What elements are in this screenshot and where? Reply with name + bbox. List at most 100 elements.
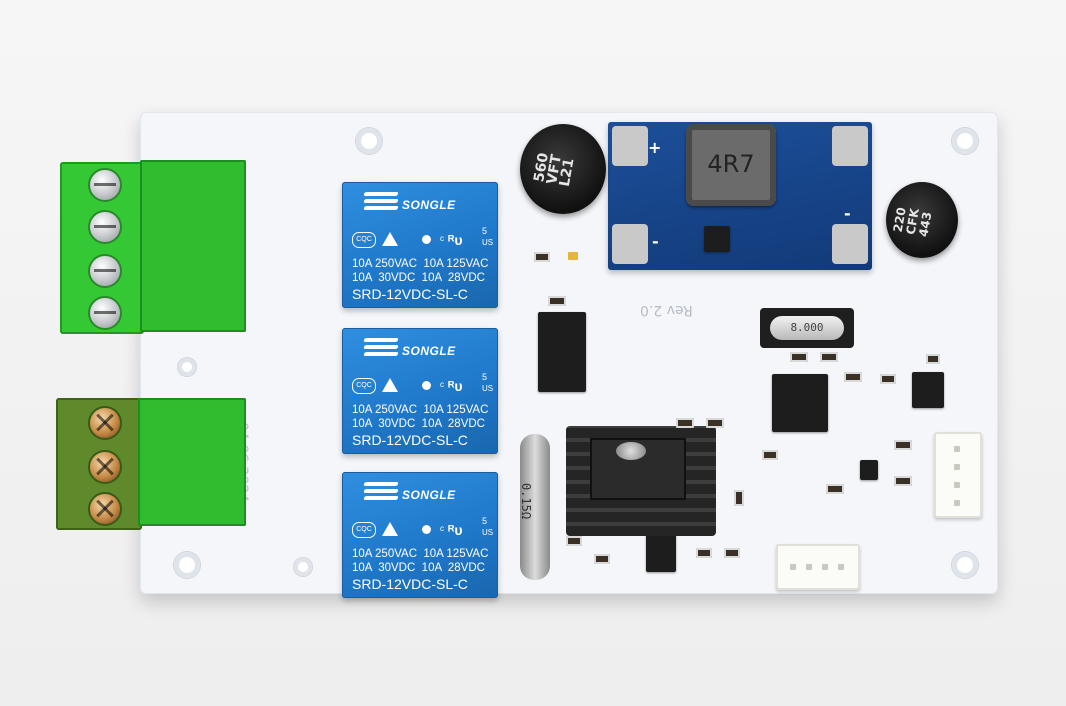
buck-minus-label: - xyxy=(652,232,659,251)
solder-pad xyxy=(612,126,648,166)
capacitor-marking: 220 CFK 443 xyxy=(890,206,935,238)
crystal-marking: 8.000 xyxy=(770,316,844,340)
capacitor-marking: 560 VFT L21 xyxy=(531,151,578,188)
smd-component xyxy=(534,252,550,262)
cert-c: c xyxy=(440,524,444,533)
smd-component xyxy=(566,536,582,546)
songle-logo-icon xyxy=(363,192,399,216)
soic-ic xyxy=(538,312,586,392)
buck-plus-label: + xyxy=(648,138,662,157)
relay-us: US xyxy=(482,384,494,393)
cqc-mark: CQC xyxy=(352,232,376,248)
relay-brand: SONGLE xyxy=(402,198,456,212)
smd-component xyxy=(790,352,808,362)
relay-model: SRD-12VDC-SL-C xyxy=(352,432,468,448)
smd-component xyxy=(926,354,940,364)
microcontroller xyxy=(772,374,828,432)
resistor-marking: 0.15Ω xyxy=(519,482,534,520)
shunt-resistor: 0.15Ω xyxy=(519,434,550,580)
relay-2: SONGLE CQC c ᴿᴜ 5 US 10A 250VAC 10A 125V… xyxy=(342,328,498,454)
smd-component xyxy=(820,352,838,362)
screw-icon xyxy=(88,254,122,288)
transistor-tab xyxy=(590,438,686,500)
warning-triangle-icon xyxy=(382,378,398,392)
cert-c: c xyxy=(440,234,444,243)
solder-pad xyxy=(832,224,868,264)
relay-spec-dc: 10A 30VDC 10A 28VDC xyxy=(352,562,485,574)
mounting-hole xyxy=(356,128,382,154)
smd-component xyxy=(594,554,610,564)
inductor-marking: 4R7 xyxy=(707,150,755,178)
smd-component xyxy=(844,372,862,382)
relay-spec-ac: 10A 250VAC 10A 125VAC xyxy=(352,404,489,416)
relay-1: SONGLE CQC c ᴿᴜ 5 US 10A 250VAC 10A 125V… xyxy=(342,182,498,308)
via-hole xyxy=(178,358,196,376)
smd-component xyxy=(734,490,744,506)
smd-component xyxy=(724,548,740,558)
buck-minus-label: - xyxy=(844,204,851,223)
screw-icon xyxy=(88,210,122,244)
ul-mark: ᴿᴜ xyxy=(448,522,463,538)
relay-3: SONGLE CQC c ᴿᴜ 5 US 10A 250VAC 10A 125V… xyxy=(342,472,498,598)
screw-icon xyxy=(88,492,122,526)
relay-spec-dc: 10A 30VDC 10A 28VDC xyxy=(352,272,485,284)
smd-component xyxy=(706,418,724,428)
jst-connector-vertical xyxy=(934,432,982,518)
warning-triangle-icon xyxy=(382,522,398,536)
inductor: 4R7 xyxy=(686,124,776,206)
smd-component xyxy=(826,484,844,494)
dot-icon xyxy=(422,525,431,534)
solder-pad xyxy=(832,126,868,166)
jst-connector-horizontal xyxy=(776,544,860,590)
screw-icon xyxy=(88,168,122,202)
relay-spec-ac: 10A 250VAC 10A 125VAC xyxy=(352,548,489,560)
relay-us: US xyxy=(482,528,494,537)
relay-certifications: CQC c ᴿᴜ 5 US xyxy=(352,226,494,254)
cqc-mark: CQC xyxy=(352,522,376,538)
dot-icon xyxy=(422,381,431,390)
soic-ic xyxy=(646,534,676,572)
smd-component xyxy=(894,476,912,486)
relay-spec-dc: 10A 30VDC 10A 28VDC xyxy=(352,418,485,430)
soic-ic xyxy=(912,372,944,408)
relay-brand: SONGLE xyxy=(402,344,456,358)
smd-component xyxy=(676,418,694,428)
relay-certifications: CQC c ᴿᴜ 5 US xyxy=(352,516,494,544)
warning-triangle-icon xyxy=(382,232,398,246)
smd-component xyxy=(762,450,778,460)
capacitor-220: 220 CFK 443 xyxy=(886,182,958,258)
screw-icon xyxy=(616,442,646,460)
mounting-hole xyxy=(952,552,978,578)
via-hole xyxy=(294,558,312,576)
terminal-socket xyxy=(140,160,246,332)
heatsink xyxy=(566,426,716,536)
smd-component xyxy=(696,548,712,558)
smd-component xyxy=(548,296,566,306)
relay-spec-ac: 10A 250VAC 10A 125VAC xyxy=(352,258,489,270)
ul-mark: ᴿᴜ xyxy=(448,378,463,394)
mounting-hole xyxy=(174,552,200,578)
relay-model: SRD-12VDC-SL-C xyxy=(352,576,468,592)
relay-num: 5 xyxy=(482,516,488,526)
relay-num: 5 xyxy=(482,226,488,236)
mounting-hole xyxy=(952,128,978,154)
screw-icon xyxy=(88,296,122,330)
led-indicator xyxy=(568,252,578,260)
solder-pad xyxy=(612,224,648,264)
silk-revision: Rev 2.0 xyxy=(640,302,693,318)
dot-icon xyxy=(422,235,431,244)
sot-ic xyxy=(860,460,878,480)
relay-us: US xyxy=(482,238,494,247)
ul-mark: ᴿᴜ xyxy=(448,232,463,248)
songle-logo-icon xyxy=(363,338,399,362)
capacitor-560: 560 VFT L21 xyxy=(520,124,606,214)
cert-c: c xyxy=(440,380,444,389)
cqc-mark: CQC xyxy=(352,378,376,394)
songle-logo-icon xyxy=(363,482,399,506)
screw-icon xyxy=(88,450,122,484)
screw-icon xyxy=(88,406,122,440)
buck-ic xyxy=(704,226,730,252)
relay-brand: SONGLE xyxy=(402,488,456,502)
terminal-socket xyxy=(138,398,246,526)
